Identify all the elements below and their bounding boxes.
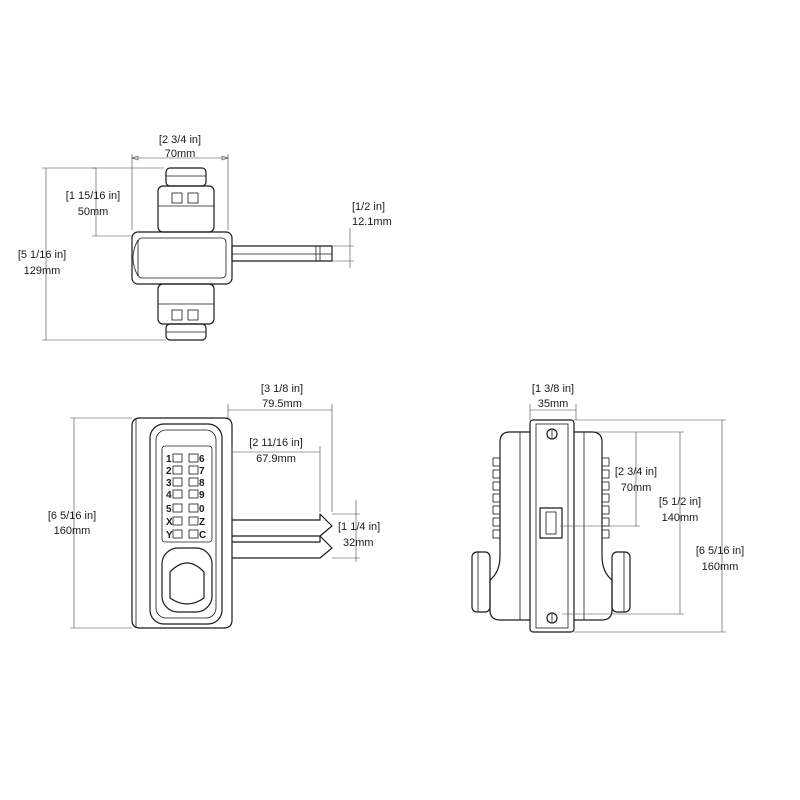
key-4: 4	[166, 489, 183, 501]
key-1: 1	[166, 453, 183, 465]
svg-text:Z: Z	[199, 517, 205, 528]
key-5: 5	[166, 503, 183, 515]
key-z: Z	[188, 516, 205, 528]
side-h2-in: [5 1/2 in]	[659, 496, 701, 508]
key-0: 0	[188, 503, 205, 515]
side-h1-mm: 70mm	[621, 482, 652, 494]
key-y: Y	[166, 529, 183, 541]
svg-text:5: 5	[166, 504, 172, 515]
front-bolt-h-in: [1 1/4 in]	[338, 521, 380, 533]
front-height-mm: 160mm	[54, 525, 91, 537]
side-h3-in: [6 5/16 in]	[696, 545, 744, 557]
key-x: X	[166, 516, 183, 528]
front-height-in: [6 5/16 in]	[48, 510, 96, 522]
front-reach-in: [3 1/8 in]	[261, 383, 303, 395]
side-h2-mm: 140mm	[662, 512, 699, 524]
key-9: 9	[188, 489, 205, 501]
top-height-mm: 129mm	[24, 265, 61, 277]
svg-text:8: 8	[199, 478, 205, 489]
key-8: 8	[188, 477, 205, 489]
svg-text:C: C	[199, 530, 206, 541]
key-6: 6	[188, 453, 205, 465]
front-view: 1 2 3 4 5 X Y 6 7 8 9 0 Z C [3	[48, 383, 380, 629]
top-bolt-mm: 12.1mm	[352, 216, 392, 228]
svg-text:X: X	[166, 517, 173, 528]
front-bolt-len-mm: 67.9mm	[256, 453, 296, 465]
svg-text:1: 1	[166, 454, 172, 465]
top-view: [2 3/4 in] 70mm [1 15/16 in] 50mm [5 1/1…	[18, 134, 392, 341]
key-3: 3	[166, 477, 183, 489]
side-h3-mm: 160mm	[702, 561, 739, 573]
svg-text:2: 2	[166, 466, 172, 477]
key-c: C	[188, 529, 206, 541]
svg-text:Y: Y	[166, 530, 173, 541]
svg-text:4: 4	[166, 490, 172, 501]
svg-text:0: 0	[199, 504, 205, 515]
key-2: 2	[166, 465, 183, 477]
front-bolt-h-mm: 32mm	[343, 537, 374, 549]
top-half-height-in: [1 15/16 in]	[66, 190, 120, 202]
top-half-height-mm: 50mm	[78, 206, 109, 218]
top-bolt-in: [1/2 in]	[352, 201, 385, 213]
front-reach-mm: 79.5mm	[262, 398, 302, 410]
side-h1-in: [2 3/4 in]	[615, 466, 657, 478]
front-bolt-len-in: [2 11/16 in]	[249, 437, 303, 449]
top-height-in: [5 1/16 in]	[18, 249, 66, 261]
svg-text:3: 3	[166, 478, 172, 489]
svg-text:7: 7	[199, 466, 205, 477]
top-width-mm: 70mm	[165, 148, 196, 160]
side-width-in: [1 3/8 in]	[532, 383, 574, 395]
svg-text:6: 6	[199, 454, 205, 465]
keypad: 1 2 3 4 5 X Y 6 7 8 9 0 Z C	[166, 453, 206, 541]
key-7: 7	[188, 465, 205, 477]
svg-text:9: 9	[199, 490, 205, 501]
top-width-in: [2 3/4 in]	[159, 134, 201, 146]
side-view: [1 3/8 in] 35mm [2 3/4 in] 70mm [5 1/2 i…	[471, 383, 744, 633]
side-width-mm: 35mm	[538, 398, 569, 410]
